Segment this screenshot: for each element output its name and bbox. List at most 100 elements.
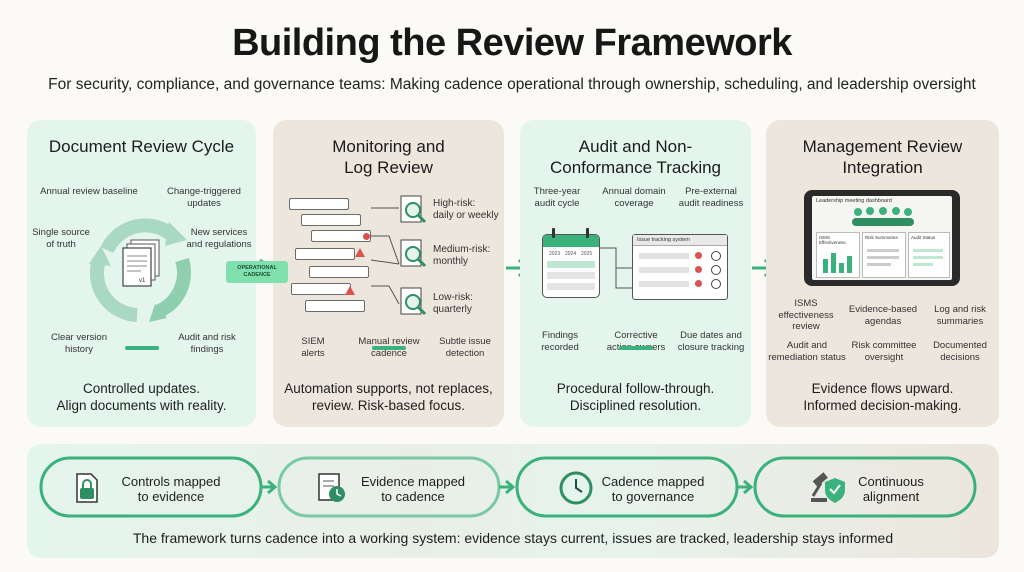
label-version-history: Clear version history — [51, 332, 107, 355]
label-annual-review: Annual review baseline — [40, 186, 138, 197]
panel-title: Audit and Non- Conformance Tracking — [520, 136, 751, 178]
footer-line: Align documents with reality. — [56, 398, 227, 413]
divider-accent — [619, 346, 653, 350]
operational-cadence-tag: OPERATIONAL CADENCE — [226, 261, 288, 283]
label-single-source: Single source of truth — [32, 227, 90, 250]
footer-line: Controlled updates. — [82, 381, 201, 396]
log-entry — [301, 214, 361, 226]
log-entry — [305, 300, 365, 312]
divider-accent — [125, 346, 159, 350]
risk-label-high: High-risk:daily or weekly — [433, 198, 499, 221]
panel-title-line: Audit and Non- — [578, 137, 693, 156]
status-dot — [695, 252, 702, 259]
panel-footer: Automation supports, not replaces, revie… — [273, 380, 504, 414]
magnifier-document-icon — [400, 287, 427, 316]
cycle-arrow-right — [154, 257, 191, 319]
panel-footer: Controlled updates. Align documents with… — [27, 380, 256, 414]
magnifier-document-icon — [400, 195, 427, 224]
alert-icon — [355, 248, 365, 257]
panel-monitoring: Monitoring and Log Review High-risk:dail… — [273, 120, 504, 427]
document-clock-icon — [318, 473, 345, 502]
panel-title-line: Log Review — [344, 158, 433, 177]
tracker-title: Issue tracking system — [633, 235, 727, 246]
log-entry — [291, 283, 351, 295]
owner-avatar-icon — [711, 279, 721, 289]
cycle-arrowhead-left — [89, 246, 111, 266]
label-new-services: New services and regulations — [186, 227, 252, 250]
cycle-arrow-top — [100, 218, 177, 254]
dashboard-card: Audit Status — [908, 232, 950, 278]
status-dot — [695, 280, 702, 287]
panel-title: Document Review Cycle — [48, 137, 235, 156]
log-entry — [289, 198, 349, 210]
gavel-shield-icon — [811, 472, 845, 503]
log-entry — [309, 266, 369, 278]
document-stack-icon — [122, 239, 160, 287]
calendar-ring — [586, 228, 589, 238]
footer-line: review. Risk-based focus. — [311, 398, 466, 413]
panel-title-line: Management Review — [802, 137, 963, 156]
dashboard-title: Leadership meeting dashboard — [816, 198, 892, 204]
magnifier-document-icon — [400, 239, 427, 268]
calendar-to-tracker-line — [600, 247, 634, 289]
dashboard-card: Risk Summaries — [862, 232, 906, 278]
review-cycle-diagram: v1 — [89, 218, 191, 322]
clock-icon — [559, 471, 593, 505]
owner-avatar-icon — [711, 265, 721, 275]
log-connector-lines — [370, 207, 400, 305]
dashboard-card: ISMS Effectiveness — [816, 232, 860, 278]
lock-document-icon — [76, 473, 98, 503]
panel-title: Management Review Integration — [766, 136, 999, 178]
calendar-ring — [552, 228, 555, 238]
tablet-dashboard: Leadership meeting dashboard ISMS Effect… — [804, 190, 960, 286]
footer-line: Informed decision-making. — [803, 398, 962, 413]
panel-footer: Procedural follow-through. Disciplined r… — [520, 380, 751, 414]
meeting-table-icon — [852, 207, 914, 226]
panel-title-line: Conformance Tracking — [549, 158, 722, 177]
status-dot — [695, 266, 702, 273]
footer-line: Procedural follow-through. — [556, 381, 715, 396]
issue-tracker-window: Issue tracking system — [632, 234, 728, 300]
risk-label-medium: Medium-risk:monthly — [433, 244, 491, 267]
alert-icon — [345, 286, 355, 295]
footer-line: Evidence flows upward. — [811, 381, 954, 396]
document-version-tag: v1 — [139, 278, 146, 284]
error-dot-icon — [363, 233, 370, 240]
cycle-arrowhead-top — [165, 222, 187, 246]
panel-footer: Evidence flows upward. Informed decision… — [766, 380, 999, 414]
log-entry — [295, 248, 355, 260]
audit-calendar-icon: 2023 2024 2025 — [542, 234, 600, 298]
footer-line: Automation supports, not replaces, — [284, 381, 493, 396]
divider-accent — [372, 346, 406, 350]
log-entry — [311, 230, 371, 242]
panel-audit-tracking: Audit and Non- Conformance Tracking Thre… — [520, 120, 751, 427]
risk-label-low: Low-risk:quarterly — [433, 292, 474, 315]
panel-title-line: Monitoring and — [332, 137, 445, 156]
cycle-arrowhead-right — [149, 304, 167, 322]
owner-avatar-icon — [711, 251, 721, 261]
cycle-arrow-left — [89, 257, 138, 322]
panel-title-line: Integration — [842, 158, 923, 177]
flow-track — [39, 456, 977, 518]
label-change-triggered: Change-triggered updates — [167, 186, 241, 209]
label-audit-findings: Audit and risk findings — [178, 332, 236, 355]
page-title: Building the Review Framework — [232, 22, 792, 64]
panel-management-review: Management Review Integration Leadership… — [766, 120, 999, 427]
